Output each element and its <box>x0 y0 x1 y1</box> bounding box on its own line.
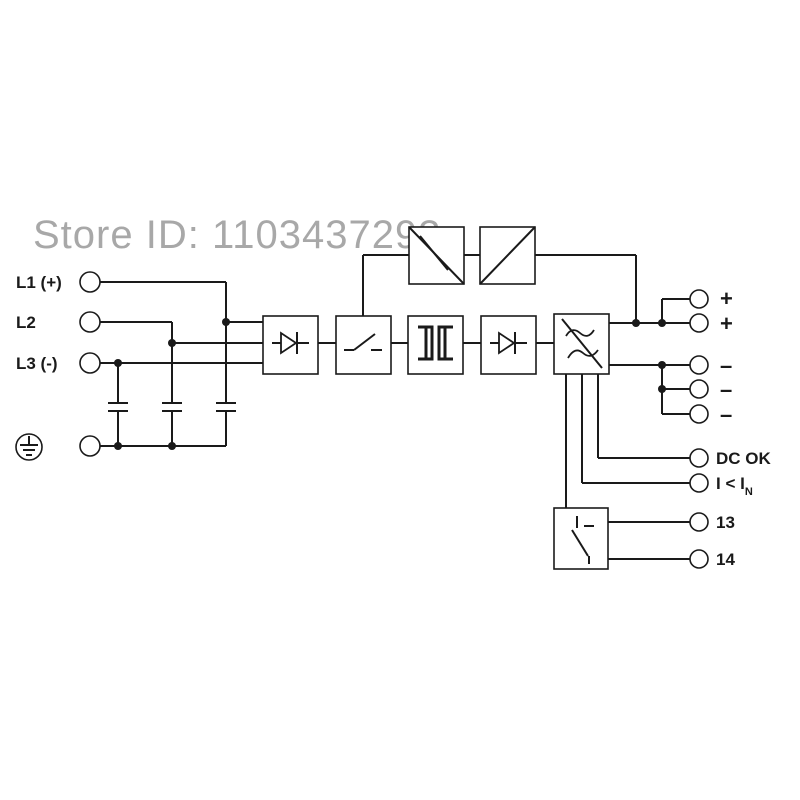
capacitor-icon <box>108 402 128 412</box>
input-wiring <box>100 281 263 450</box>
earth-ground-icon <box>15 433 43 461</box>
switch-block <box>335 315 392 375</box>
main-chain-wiring <box>318 254 637 344</box>
terminal-plus-1 <box>689 289 709 309</box>
label-minus-2: – <box>720 377 732 402</box>
label-13: 13 <box>716 513 735 532</box>
feedback-block-2 <box>479 226 536 285</box>
relay-contact-icon <box>571 516 594 564</box>
diode-icon <box>272 331 309 355</box>
label-i-limit: I < IN <box>716 474 753 498</box>
terminal-14 <box>689 549 709 569</box>
terminal-minus-1 <box>689 355 709 375</box>
terminal-l2 <box>79 311 101 333</box>
terminal-i-limit <box>689 473 709 493</box>
filter-block <box>553 313 610 375</box>
relay-block <box>553 507 609 570</box>
label-i-limit-main: I < I <box>716 474 745 493</box>
label-plus-2: + <box>720 311 733 336</box>
label-dc-ok: DC OK <box>716 449 772 468</box>
feedback-block-1 <box>408 226 465 285</box>
terminal-l1 <box>79 271 101 293</box>
watermark-text: Store ID: 1103437293 <box>33 213 441 257</box>
label-i-limit-sub: N <box>745 486 753 498</box>
terminal-minus-3 <box>689 404 709 424</box>
label-l3: L3 (-) <box>16 354 58 373</box>
optocoupler-icon <box>479 226 536 285</box>
capacitor-icon <box>162 402 182 412</box>
terminal-dc-ok <box>689 448 709 468</box>
switch-icon <box>344 333 382 351</box>
diode-icon <box>490 331 527 355</box>
rectifier-diode-block <box>262 315 319 375</box>
terminal-pe <box>79 435 101 457</box>
optocoupler-icon <box>408 226 465 285</box>
label-plus-1: + <box>720 286 733 311</box>
sine-wave-icon <box>561 318 603 369</box>
terminal-minus-2 <box>689 379 709 399</box>
transformer-block <box>407 315 464 375</box>
output-wiring <box>565 298 690 560</box>
terminal-plus-2 <box>689 313 709 333</box>
terminal-13 <box>689 512 709 532</box>
label-minus-1: – <box>720 353 732 378</box>
terminal-l3 <box>79 352 101 374</box>
transformer-icon <box>418 325 453 361</box>
capacitor-icon <box>216 402 236 412</box>
label-14: 14 <box>716 550 735 569</box>
output-diode-block <box>480 315 537 375</box>
label-l1: L1 (+) <box>16 273 62 292</box>
label-l2: L2 <box>16 313 36 332</box>
label-minus-3: – <box>720 402 732 427</box>
